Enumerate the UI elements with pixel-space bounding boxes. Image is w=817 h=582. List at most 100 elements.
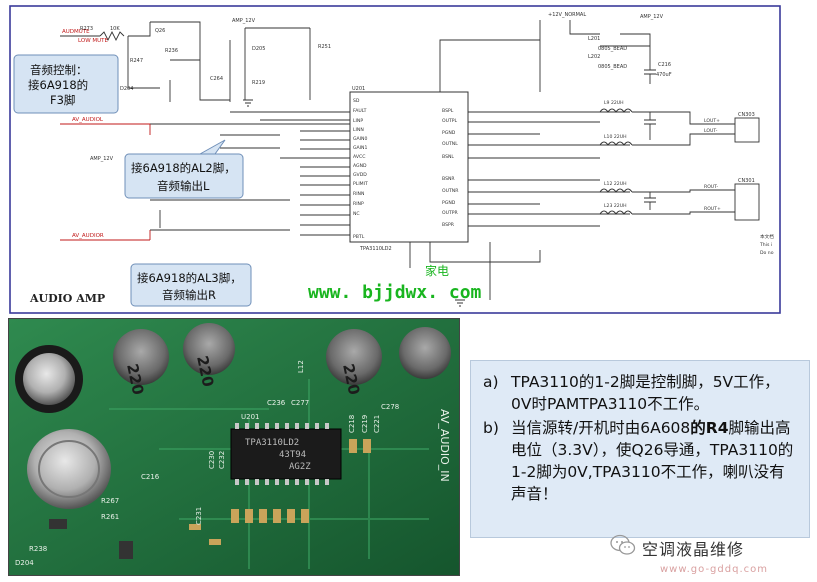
watermark: www. bjjdwx. com <box>308 282 482 303</box>
cn303-label: CN303 <box>738 112 755 118</box>
pin-left: AGND <box>353 163 367 169</box>
silk-label: C230 <box>208 451 216 469</box>
pin-left: LINP <box>353 118 363 124</box>
silk-label: C277 <box>291 399 309 407</box>
pin-right: BSNL <box>442 154 454 160</box>
pin-left: FAULT <box>353 108 367 114</box>
r273-label: R273 <box>80 26 93 32</box>
silk-label: C236 <box>267 399 286 407</box>
output-label: ROUT+ <box>704 206 721 212</box>
r236-label: R236 <box>165 48 178 54</box>
silk-label: D204 <box>15 559 34 567</box>
explanation-item-a: a) TPA3110的1-2脚是控制脚，5V工作，0V时PAMTPA3110不工… <box>483 371 799 415</box>
r247-label: R247 <box>130 58 143 64</box>
r219-label: R219 <box>252 80 265 86</box>
brand-site: www.go-gddq.com <box>660 564 768 575</box>
callout-line: 音频输出R <box>162 288 216 302</box>
callout-line: 音频控制： <box>30 63 88 77</box>
r273-value: 10K <box>110 26 120 32</box>
pin-left: GVDD <box>353 172 367 178</box>
wechat-icon <box>610 534 636 555</box>
amp12r-label: AMP_12V <box>640 14 664 20</box>
item-label: a) <box>483 373 499 391</box>
silk-label: C219 <box>361 415 369 433</box>
pin-right: PGND <box>442 200 456 206</box>
explanation-item-b: b) 当信源转/开机时由6A608的R4脚输出高电位（3.3V），使Q26导通，… <box>483 417 799 505</box>
silk-label: R238 <box>29 545 47 553</box>
item-text: TPA3110的1-2脚是控制脚，5V工作，0V时PAMTPA3110不工作。 <box>511 373 780 413</box>
silk-label: R261 <box>101 513 119 521</box>
callout-line: 接6A918的AL3脚， <box>137 271 242 285</box>
corner-text: 本文档 <box>760 233 774 240</box>
bead1-label: 0805_BEAD <box>598 46 627 52</box>
pin-left: GAIN0 <box>353 136 367 142</box>
pin-left: GAIN1 <box>353 145 367 151</box>
pin-left: PLIMIT <box>353 181 368 187</box>
callout-audio-control: 音频控制： 接6A918的 F3脚 <box>13 54 119 114</box>
pin-right: OUTNL <box>442 141 458 147</box>
amp12-label: AMP_12V <box>232 18 256 24</box>
pin-right: OUTPR <box>442 210 459 216</box>
item-text-after: 脚输出高电位（3.3V），使Q26导通，TPA3110的1-2脚为0V,TPA3… <box>511 419 794 503</box>
silk-label: R267 <box>101 497 119 505</box>
silk-label: C231 <box>195 507 203 525</box>
silk-av-audio-in: AV_AUDIO_IN <box>438 409 451 482</box>
brand-name: 空调液晶维修 <box>642 540 745 559</box>
l202-label: L202 <box>588 54 600 60</box>
pin-left: AVCC <box>353 154 365 160</box>
output-label: LOUT+ <box>704 118 720 124</box>
item-label: b) <box>483 419 499 437</box>
callout-audio-left: 接6A918的AL2脚， 音频输出L <box>124 139 244 199</box>
pin-right: BSPR <box>442 222 455 228</box>
callout-line: 接6A918的 <box>28 78 88 92</box>
pin-left: RINP <box>353 201 364 207</box>
ic-marking: 43T94 <box>279 450 306 460</box>
callout-audio-right: 接6A918的AL3脚， 音频输出R <box>130 263 252 307</box>
output-label: LOUT- <box>704 128 718 134</box>
c264-label: C264 <box>210 76 223 82</box>
pin-left: LINN <box>353 127 364 133</box>
silk-label: C216 <box>141 473 160 481</box>
callout-line: 音频输出L <box>157 179 210 193</box>
pcb-photo-image: 220 220 220 TPA3110LD2 43T94 AG2Z <box>9 319 459 575</box>
schematic-title: AUDIO AMP <box>29 292 105 305</box>
c216-value: 470uF <box>656 72 672 78</box>
inductor-label: L9 22UH <box>604 100 624 106</box>
pin-left: SD <box>353 98 360 104</box>
c216-label: C216 <box>658 62 671 68</box>
q26-label: Q26 <box>155 28 165 34</box>
l201-label: L201 <box>588 36 600 42</box>
ic-marking: AG2Z <box>289 462 311 472</box>
bead2-label: 0805_BEAD <box>598 64 627 70</box>
explanation-box: a) TPA3110的1-2脚是控制脚，5V工作，0V时PAMTPA3110不工… <box>470 360 810 538</box>
r251-label: R251 <box>318 44 331 50</box>
pin-left: PBTL <box>353 234 365 240</box>
pin-right: OUTPL <box>442 118 458 124</box>
av-audior-label: AV_AUDIOR <box>72 233 104 239</box>
pin-left: NC <box>353 211 360 217</box>
d205-label: D205 <box>252 46 265 52</box>
silk-label: C278 <box>381 403 399 411</box>
low-mute-label: LOW MUTE <box>78 38 109 44</box>
cn301-label: CN301 <box>738 178 755 184</box>
av-audiol-label: AV_AUDIOL <box>72 117 104 123</box>
corner-text: Do no <box>760 250 774 256</box>
audmute-label: AUDMUTE <box>62 29 90 35</box>
pin-right: BSNR <box>442 176 455 182</box>
watermark-small: 家电 <box>425 263 449 278</box>
silk-label: C221 <box>373 415 381 433</box>
u201-label: U201 <box>352 86 365 92</box>
pin-left: RINN <box>353 191 364 197</box>
inductor-label: L23 22UH <box>604 203 627 209</box>
silk-label: C232 <box>218 451 226 469</box>
callout-line: 接6A918的AL2脚， <box>131 161 236 175</box>
silk-label: L12 <box>297 360 305 373</box>
pin-right: BSPL <box>442 108 454 114</box>
inductor-label: L12 22UH <box>604 181 627 187</box>
ic-marking: TPA3110LD2 <box>245 438 299 448</box>
corner-text: This i <box>759 242 772 248</box>
callout-line: F3脚 <box>50 93 75 107</box>
normal12-label: +12V_NORMAL <box>548 12 586 18</box>
pin-right: PGND <box>442 130 456 136</box>
schematic: AV_AUDIOL AV_AUDIOR AUDMUTE LOW MUTE R27… <box>9 5 781 314</box>
